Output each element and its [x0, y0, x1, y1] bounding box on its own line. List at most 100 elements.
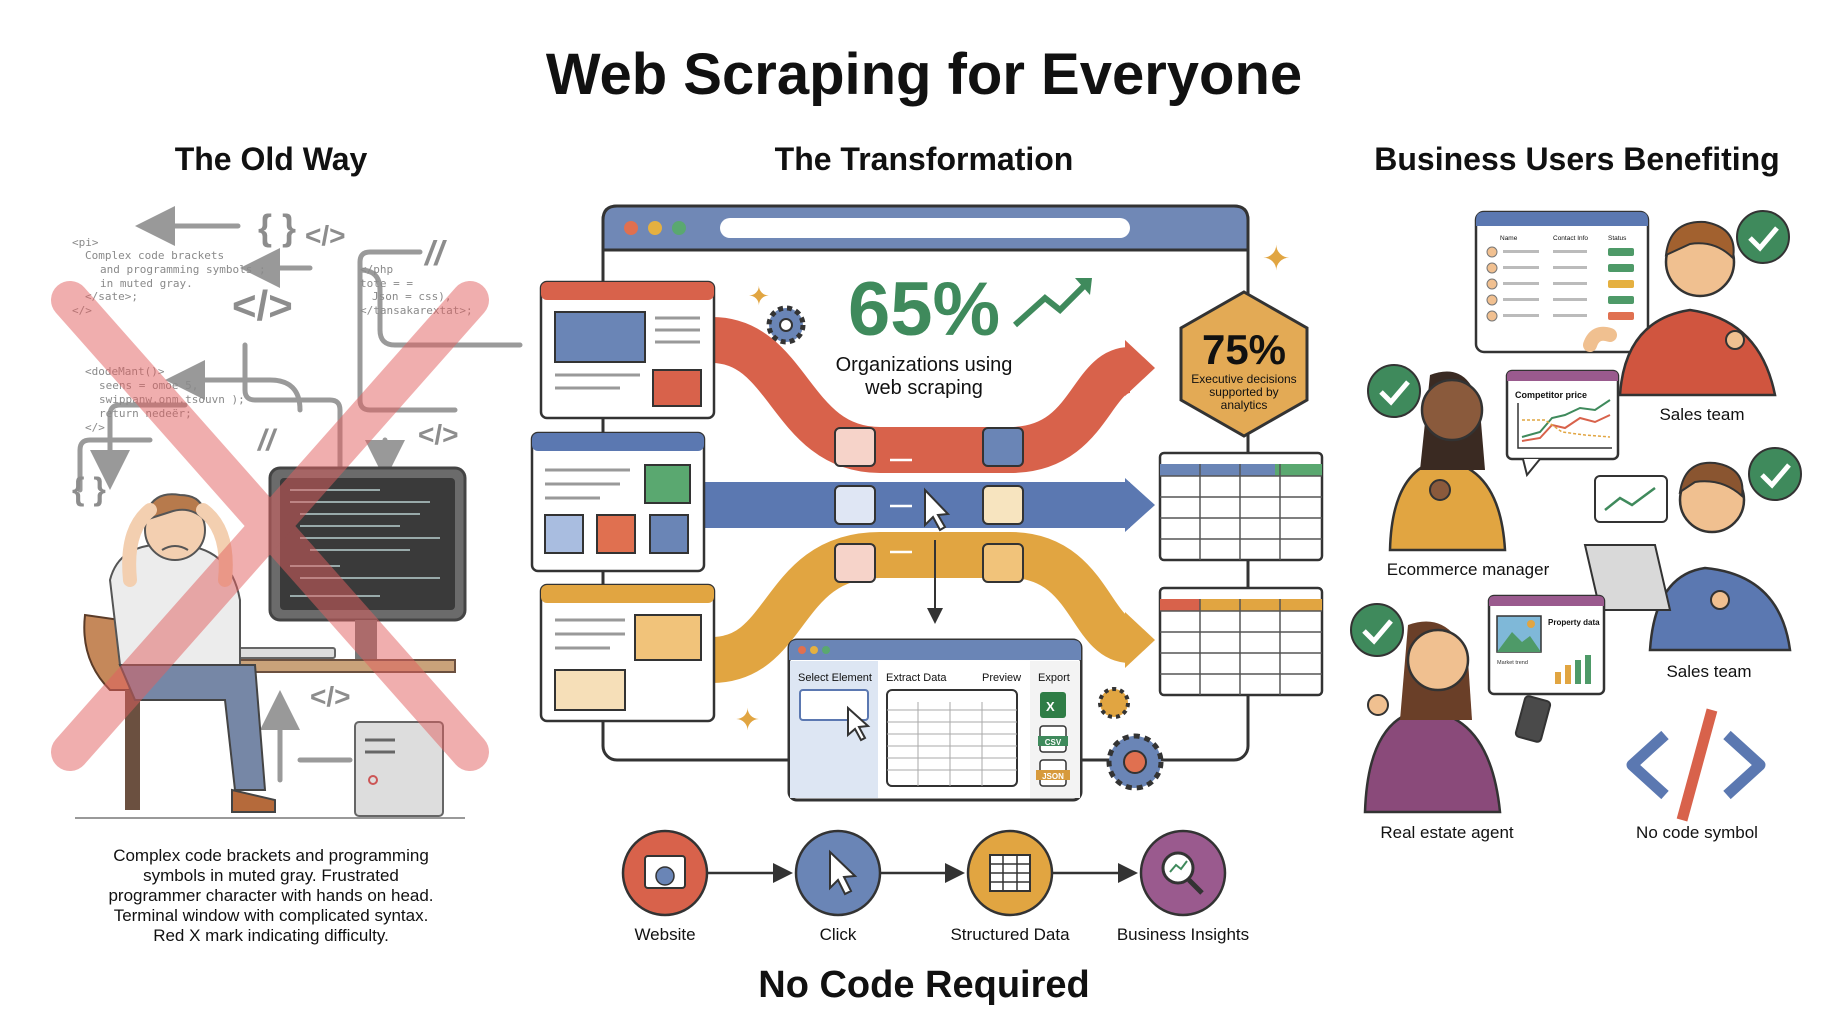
- sales-person-laptop-illustration: [1583, 461, 1792, 652]
- svg-text:analytics: analytics: [1221, 398, 1268, 412]
- svg-text:</>: </>: [310, 681, 350, 712]
- check-icon: [1350, 603, 1404, 657]
- stat-label: web scraping: [864, 377, 983, 399]
- band-icons: [834, 427, 1024, 624]
- step-business-insights: Business Insights: [1117, 829, 1249, 944]
- label-real-estate-agent: Real estate agent: [1380, 823, 1514, 842]
- image-icon: [982, 543, 1024, 583]
- svg-text:Website: Website: [634, 925, 695, 944]
- select-element-label: Select Element: [798, 672, 872, 684]
- svg-text:X: X: [1046, 699, 1055, 714]
- real-estate-agent-illustration: [1363, 621, 1552, 814]
- magnifier-chart-icon: [1161, 851, 1195, 885]
- heading-transformation: The Transformation: [775, 141, 1074, 177]
- svg-text:Terminal window with complicat: Terminal window with complicated syntax.: [114, 906, 429, 925]
- svg-text:Structured Data: Structured Data: [950, 925, 1070, 944]
- sparkle-icon: ✦: [735, 704, 760, 737]
- website-panel-1: [539, 280, 716, 420]
- svg-text:Click: Click: [820, 925, 857, 944]
- cursor-icon: [924, 487, 951, 532]
- no-code-symbol-icon: [1626, 708, 1766, 822]
- heading-old-way: The Old Way: [175, 141, 368, 177]
- competitor-price-bubble: Competitor price: [1505, 369, 1620, 478]
- excel-icon: X: [1040, 692, 1066, 718]
- heading-business: Business Users Benefiting: [1374, 141, 1779, 177]
- old-way-illustration: { } </> </> // // </> { } </> <pi> Compl…: [51, 206, 523, 819]
- text-document-icon: [834, 485, 876, 525]
- svg-text:Complex code brackets: Complex code brackets: [85, 249, 224, 262]
- svg-text:Name: Name: [1500, 235, 1518, 242]
- flow-band-yellow: [710, 532, 1134, 683]
- structured-table-2: [1158, 586, 1324, 697]
- crm-table-window: Name Contact Info Status: [1474, 210, 1650, 354]
- sparkle-icon: ✦: [748, 281, 770, 311]
- process-flow: Website Click Structured Data Business I…: [621, 829, 1249, 944]
- page-title: Web Scraping for Everyone: [546, 42, 1302, 107]
- svg-text://: //: [256, 424, 277, 457]
- document-icon: [834, 543, 876, 583]
- check-icon: [1748, 447, 1802, 501]
- svg-text:Market trend: Market trend: [1497, 660, 1528, 666]
- flow-band-red: [710, 317, 1134, 473]
- cursor-icon: [829, 849, 858, 896]
- svg-text:in muted gray.: in muted gray.: [100, 277, 193, 290]
- label-sales-team-2: Sales team: [1666, 662, 1751, 681]
- svg-text:</>: </>: [305, 220, 345, 251]
- address-bar: [720, 218, 1130, 238]
- label-ecommerce-manager: Ecommerce manager: [1387, 560, 1550, 579]
- cursor-icon: [847, 705, 871, 742]
- data-flow-bands: [700, 317, 1155, 683]
- svg-text:Complex code brackets and prog: Complex code brackets and programming: [113, 846, 429, 865]
- svg-text:Status: Status: [1608, 235, 1627, 242]
- svg-text:</php: </php: [360, 263, 393, 276]
- svg-text:CSV: CSV: [1045, 738, 1062, 747]
- gear-icon: [1098, 687, 1164, 791]
- code-pipes: [77, 206, 523, 783]
- website-panel-3: [539, 583, 716, 723]
- svg-text:</>: </>: [232, 282, 293, 329]
- svg-text://: //: [423, 235, 447, 273]
- svg-text:supported by: supported by: [1209, 385, 1278, 399]
- gear-icon: [766, 305, 806, 345]
- sparkle-icon: ✦: [1262, 240, 1291, 278]
- website-panel-2: [530, 431, 706, 573]
- svg-text:symbols in muted gray. Frustra: symbols in muted gray. Frustrated: [143, 866, 399, 885]
- step-structured-data: Structured Data: [950, 829, 1070, 944]
- svg-text:</sate>;: </sate>;: [85, 290, 138, 303]
- csv-file-icon: CSV: [1038, 725, 1068, 753]
- svg-text:75%: 75%: [1202, 326, 1286, 373]
- ecommerce-manager-illustration: [1388, 371, 1507, 552]
- svg-text:JSON: JSON: [1042, 772, 1064, 781]
- code-snippet-left: <pi> Complex code brackets and programmi…: [72, 236, 266, 317]
- export-label: Export: [1038, 672, 1070, 684]
- trend-arrow-icon: [1012, 282, 1088, 328]
- svg-text:Executive decisions: Executive decisions: [1191, 372, 1296, 386]
- svg-text:Competitor price: Competitor price: [1515, 390, 1587, 400]
- svg-text:and programming symbols ;: and programming symbols ;: [100, 263, 266, 276]
- list-icon: [982, 485, 1024, 525]
- svg-text:Red X mark indicating difficul: Red X mark indicating difficulty.: [153, 926, 389, 945]
- extractor-panel: Select Element Extract Data Preview Expo…: [787, 638, 1083, 802]
- svg-text:programmer character with hand: programmer character with hands on head.: [108, 886, 433, 905]
- sales-person-illustration: [1583, 220, 1777, 397]
- svg-text:Property data: Property data: [1548, 618, 1600, 627]
- label-sales-team: Sales team: [1659, 405, 1744, 424]
- step-website: Website: [621, 829, 709, 944]
- property-data-bubble: Property data Market trend: [1487, 594, 1606, 696]
- svg-text:</>: </>: [418, 419, 458, 450]
- code-symbols: { } </> </> // // </> { } </>: [72, 207, 458, 712]
- old-way-caption: Complex code brackets and programming sy…: [108, 846, 433, 945]
- check-icon: [1367, 364, 1421, 418]
- svg-text:tote = =: tote = =: [360, 277, 413, 290]
- svg-text:</>: </>: [85, 421, 105, 434]
- label-no-code-symbol: No code symbol: [1636, 823, 1758, 842]
- phone-icon: [1514, 695, 1552, 743]
- preview-label: Preview: [982, 672, 1021, 684]
- svg-text:Contact Info: Contact Info: [1553, 235, 1588, 242]
- image-icon: [982, 427, 1024, 467]
- check-icon: [1736, 210, 1790, 264]
- svg-text:{ }: { }: [258, 207, 296, 248]
- svg-text:Business Insights: Business Insights: [1117, 925, 1249, 944]
- svg-text:Json = css),: Json = css),: [372, 290, 451, 303]
